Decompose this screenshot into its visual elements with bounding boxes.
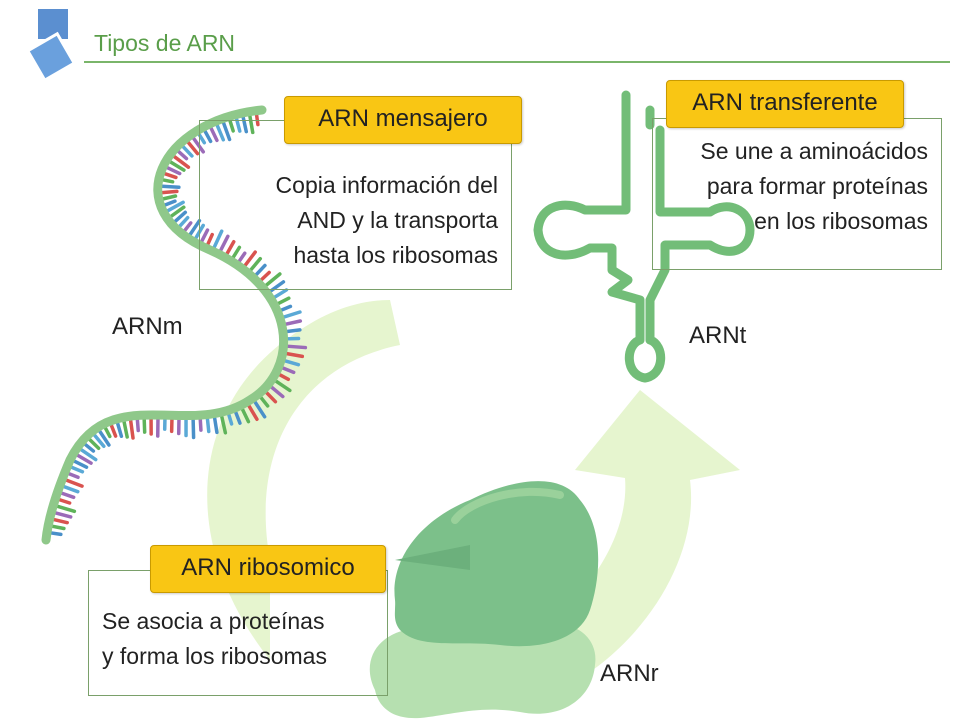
arnr-ribosome: [369, 481, 599, 719]
transferente-line-1: Se une a aminoácidos: [700, 138, 928, 164]
arnt-structure: [533, 90, 755, 383]
arnm-label: ARNm: [112, 313, 183, 340]
ribosomico-description: Se asocia a proteínas y forma los riboso…: [102, 604, 372, 674]
logo-squares-icon: [25, 7, 77, 83]
transferente-line-2: para formar proteínas: [706, 173, 928, 199]
mensajero-line-3: hasta los ribosomas: [293, 242, 498, 268]
mensajero-line-1: Copia información del: [275, 172, 498, 198]
title-underline: [84, 61, 950, 63]
arnr-label: ARNr: [600, 660, 659, 687]
arnm-strand: [41, 105, 308, 545]
mensajero-tag: ARN mensajero: [284, 96, 522, 144]
ribosomico-line-2: y forma los ribosomas: [102, 643, 327, 669]
ribosomico-line-1: Se asocia a proteínas: [102, 608, 325, 634]
mensajero-line-2: AND y la transporta: [297, 207, 498, 233]
page-title: Tipos de ARN: [94, 30, 236, 56]
transferente-line-3: en los ribosomas: [754, 208, 928, 234]
mensajero-description: Copia información del AND y la transport…: [230, 168, 498, 273]
arnt-label: ARNt: [689, 322, 747, 349]
ribosomico-tag: ARN ribosomico: [150, 545, 386, 593]
transferente-description: Se une a aminoácidos para formar proteín…: [660, 134, 928, 239]
transferente-tag: ARN transferente: [666, 80, 904, 128]
